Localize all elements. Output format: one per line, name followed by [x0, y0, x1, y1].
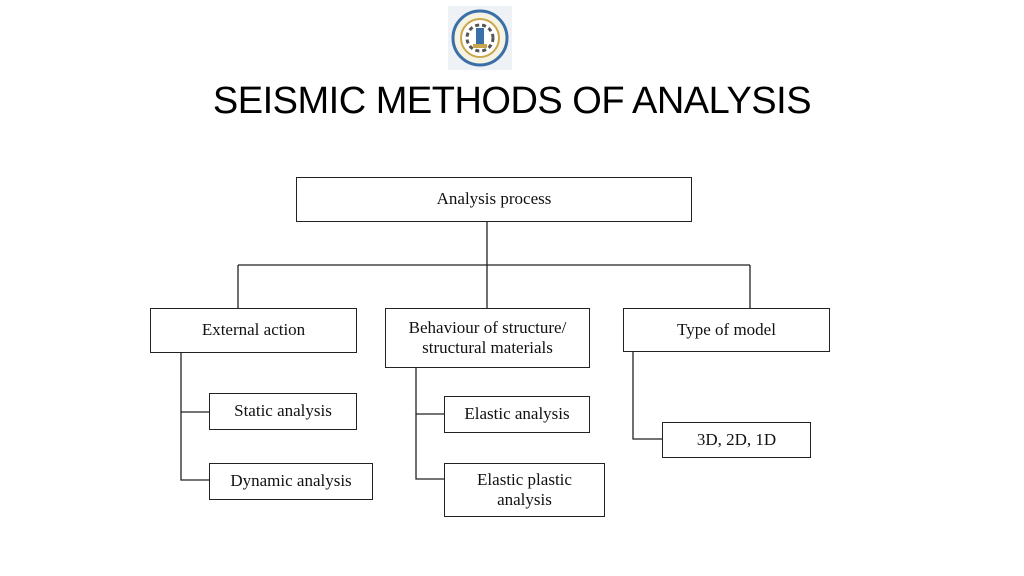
node-branch-type-of-model: Type of model	[623, 308, 830, 352]
node-root: Analysis process	[296, 177, 692, 222]
node-elastic-analysis: Elastic analysis	[444, 396, 590, 433]
child-connector-1-1	[180, 352, 210, 413]
node-3d-2d-1d: 3D, 2D, 1D	[662, 422, 811, 458]
page-title: SEISMIC METHODS OF ANALYSIS	[212, 80, 812, 122]
node-branch-behaviour: Behaviour of structure/ structural mater…	[385, 308, 590, 368]
node-elastic-plastic-analysis: Elastic plastic analysis	[444, 463, 605, 517]
child-connector-2-1	[415, 367, 445, 415]
node-static-analysis: Static analysis	[209, 393, 357, 430]
child-connector-2-2	[415, 414, 445, 480]
node-branch-external-action: External action	[150, 308, 357, 353]
child-connector-3-1	[632, 351, 663, 440]
child-connector-1-2	[180, 412, 210, 481]
faculty-seal-logo	[448, 6, 512, 70]
node-dynamic-analysis: Dynamic analysis	[209, 463, 373, 500]
